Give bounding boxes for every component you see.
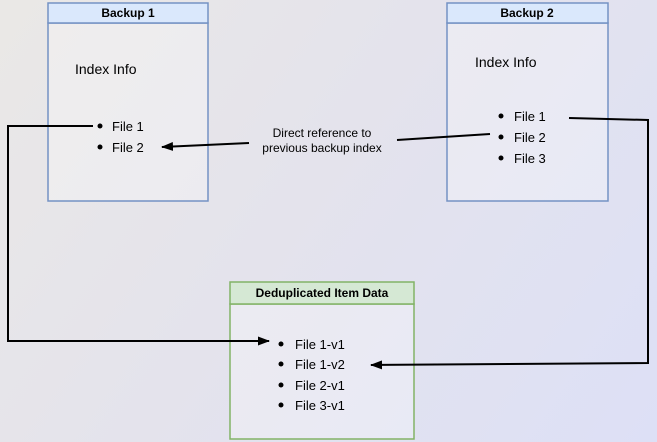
connector-backup2-to-dedup-arrow [370,117,649,370]
edge-label: Direct reference to previous backup inde… [262,126,381,155]
backup2-file-item: File 2 [514,130,546,145]
dedup-file-item: File 2-v1 [295,378,345,393]
dedup-file-item: File 3-v1 [295,398,345,413]
backup2-body [446,22,609,202]
backup2-node: Backup 2 Index Info File 1 File 2 File 3 [446,2,609,202]
bullet-icon [278,341,284,347]
bullet-icon [498,113,504,119]
backup1-header [47,2,209,24]
backup2-index-info-label: Index Info [475,54,537,70]
bullet-icon [278,361,284,367]
backup1-node: Backup 1 Index Info File 1 File 2 [47,2,209,202]
bullet-icon [278,402,284,408]
bullet-icon [97,123,103,129]
backup2-file-item: File 1 [514,109,546,124]
dedup-file-item: File 1-v1 [295,337,345,352]
backup1-index-info-label: Index Info [75,61,137,77]
edge-label-line1: Direct reference to [273,126,372,140]
connector-reference-right-segment [396,133,491,141]
backup2-file-item: File 3 [514,151,546,166]
backup1-body [47,22,209,202]
dedup-title: Deduplicated Item Data [256,286,389,300]
dedup-body [229,303,415,440]
dedup-node: Deduplicated Item Data File 1-v1 File 1-… [229,281,415,440]
backup1-file-item: File 2 [112,140,144,155]
bullet-icon [97,144,103,150]
edge-label-line2: previous backup index [262,141,381,155]
backup2-title: Backup 2 [500,6,554,20]
backup1-title: Backup 1 [101,6,155,20]
backup2-header [446,2,609,24]
dedup-file-item: File 1-v2 [295,357,345,372]
bullet-icon [278,382,284,388]
connector-reference-arrow [161,141,250,151]
bullet-icon [498,134,504,140]
dedup-header [229,281,415,305]
connector-backup1-to-dedup-arrow [7,125,270,346]
bullet-icon [498,155,504,161]
backup1-file-item: File 1 [112,119,144,134]
